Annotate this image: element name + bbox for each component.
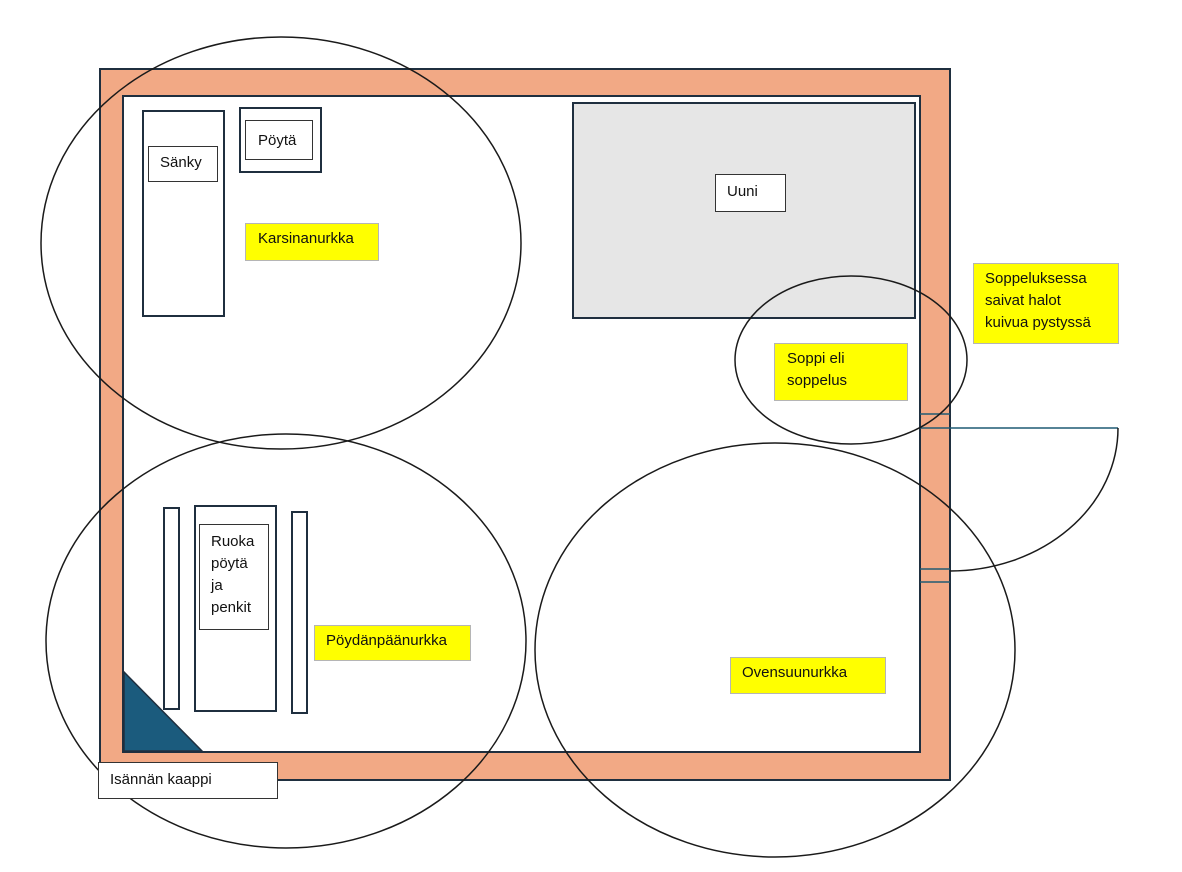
soppi-note-label: Soppeluksessa saivat halot kuivua pystys… bbox=[973, 263, 1119, 344]
bench-right bbox=[291, 511, 308, 714]
door-corner-area bbox=[534, 442, 1016, 858]
karsina-corner-area bbox=[40, 36, 522, 450]
bed bbox=[142, 110, 225, 317]
bed-label: Sänky bbox=[148, 146, 218, 182]
door-swing-arc bbox=[949, 427, 1119, 572]
stove-label: Uuni bbox=[715, 174, 786, 212]
table-end-corner-label: Pöydänpäänurkka bbox=[314, 625, 471, 661]
dining-table-label: Ruoka pöytä ja penkit bbox=[199, 524, 269, 630]
soppi-label: Soppi eli soppelus bbox=[774, 343, 908, 401]
master-cabinet-label: Isännän kaappi bbox=[98, 762, 278, 799]
master-cabinet bbox=[123, 670, 204, 752]
table-end-corner-area bbox=[45, 433, 527, 849]
bench-left bbox=[163, 507, 180, 710]
door-corner-label: Ovensuunurkka bbox=[730, 657, 886, 694]
table-label: Pöytä bbox=[245, 120, 313, 160]
soppi-area bbox=[734, 275, 968, 445]
karsina-corner-label: Karsinanurkka bbox=[245, 223, 379, 261]
